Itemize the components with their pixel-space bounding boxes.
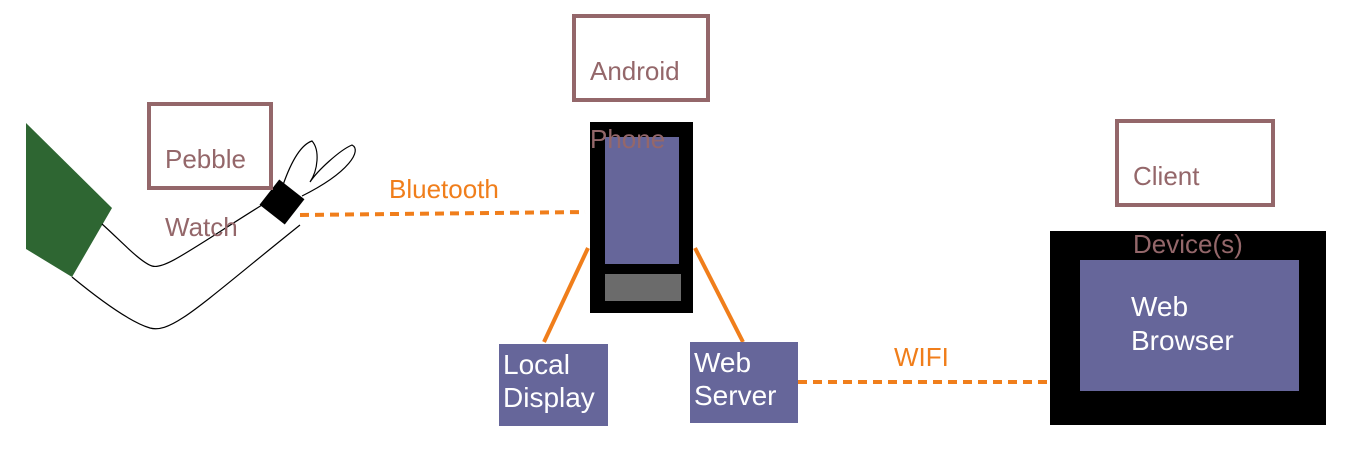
android-phone-label-line-2: Phone: [590, 124, 666, 154]
bluetooth-label: Bluetooth: [389, 174, 499, 204]
web-browser-label: Web Browser: [1131, 290, 1234, 358]
local-display-box: Local Display: [499, 344, 608, 426]
phone-to-web-server-link: [693, 247, 745, 343]
web-browser-line-2: Browser: [1131, 325, 1234, 356]
client-devices-label-line-1: Client: [1133, 161, 1200, 191]
local-display-line-2: Display: [503, 382, 595, 413]
android-phone-label-line-1: Android: [590, 56, 680, 86]
wifi-label: WIFI: [894, 342, 949, 372]
finger-loop: [282, 140, 356, 197]
phone-button: [605, 274, 681, 301]
pebble-watch-label: Pebble Watch: [147, 102, 273, 242]
arm-outline-lower: [71, 224, 301, 330]
arm-outline: [101, 204, 263, 268]
android-phone-label: Android Phone: [572, 14, 710, 154]
pebble-watch-label-line-1: Pebble: [165, 144, 246, 174]
pebble-watch-label-line-2: Watch: [165, 212, 238, 242]
web-server-line-1: Web: [694, 347, 752, 378]
hand-shape: [26, 123, 112, 277]
web-server-line-2: Server: [694, 380, 777, 411]
pebble-watch-icon: [259, 179, 305, 225]
local-display-line-1: Local: [503, 349, 570, 380]
phone-screen: [605, 137, 679, 264]
client-devices-label-line-2: Device(s): [1133, 229, 1243, 259]
web-browser-window: [1080, 260, 1299, 391]
bluetooth-link: [299, 210, 586, 217]
phone-to-local-display-link: [542, 247, 590, 343]
client-devices-label: Client Device(s): [1115, 119, 1275, 259]
web-server-box: Web Server: [690, 342, 798, 423]
web-browser-line-1: Web: [1131, 291, 1189, 322]
